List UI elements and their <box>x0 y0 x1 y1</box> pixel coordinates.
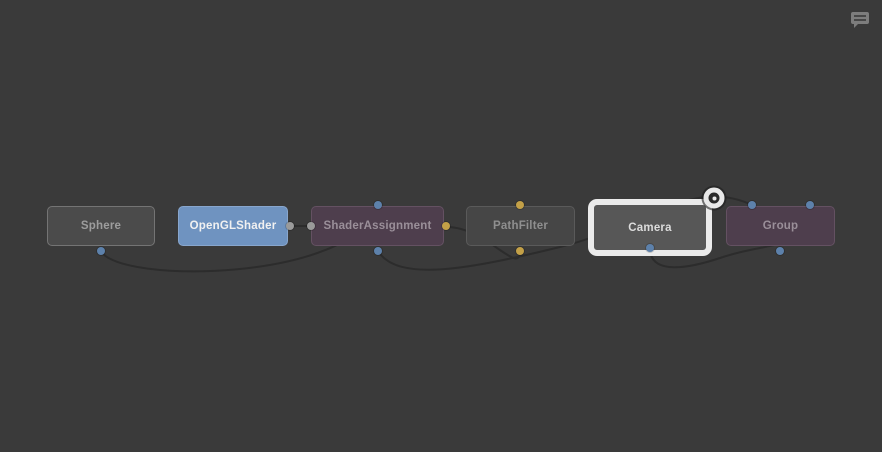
port-sphere-out[interactable] <box>97 247 105 255</box>
node-camera[interactable]: Camera <box>588 199 712 256</box>
node-group[interactable]: Group <box>726 206 835 246</box>
edge-shaderassignment-to-group[interactable] <box>377 195 753 271</box>
port-shaderassignment-shader[interactable] <box>307 222 315 230</box>
focus-bullseye-icon[interactable] <box>703 187 725 209</box>
node-label: Camera <box>628 221 672 234</box>
node-pathfilter[interactable]: PathFilter <box>466 206 575 246</box>
port-camera-out[interactable] <box>646 244 654 252</box>
port-shaderassignment-filter[interactable] <box>442 222 450 230</box>
port-shaderassignment-out[interactable] <box>374 247 382 255</box>
port-openglshader-out[interactable] <box>286 222 294 230</box>
node-label: ShaderAssignment <box>323 220 432 232</box>
node-sphere[interactable]: Sphere <box>47 206 155 246</box>
port-group-out[interactable] <box>776 247 784 255</box>
port-group-in1[interactable] <box>806 201 814 209</box>
port-shaderassignment-in[interactable] <box>374 201 382 209</box>
annotation-bubble-icon[interactable] <box>850 11 871 29</box>
node-openglshader[interactable]: OpenGLShader <box>178 206 288 246</box>
node-shaderassignment[interactable]: ShaderAssignment <box>311 206 444 246</box>
node-label: Group <box>762 220 799 232</box>
port-group-in0[interactable] <box>748 201 756 209</box>
node-label: PathFilter <box>492 220 549 232</box>
node-label: Sphere <box>80 220 122 232</box>
port-pathfilter-in[interactable] <box>516 201 524 209</box>
port-pathfilter-out[interactable] <box>516 247 524 255</box>
node-label: OpenGLShader <box>189 220 277 232</box>
